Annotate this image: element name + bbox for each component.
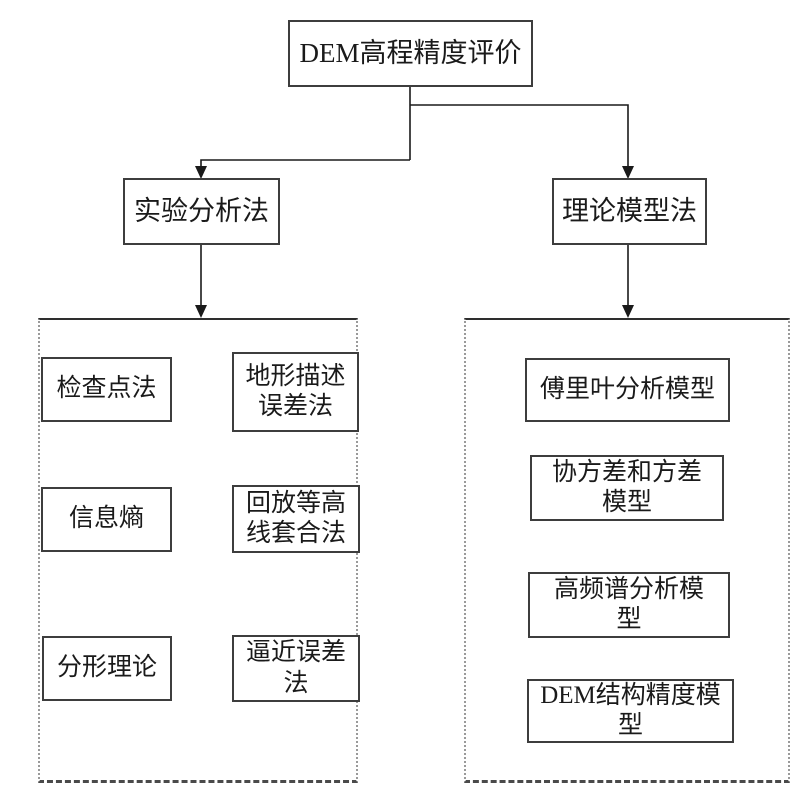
arrowhead-icon xyxy=(622,305,634,318)
connector-to-theoretical xyxy=(410,104,629,167)
leaf-node-terrain-description-error-method: 地形描述 误差法 xyxy=(232,352,359,432)
root-node-dem-elevation-accuracy: DEM高程精度评价 xyxy=(288,20,533,87)
leaf-node-covariance-variance-model: 协方差和方差 模型 xyxy=(530,455,724,521)
branch-node-experimental-analysis: 实验分析法 xyxy=(123,178,280,245)
leaf-node-high-frequency-spectrum-model: 高频谱分析模 型 xyxy=(528,572,730,638)
leaf-node-approximation-error-method: 逼近误差 法 xyxy=(232,635,360,702)
leaf-node-contour-replay-overlay-method: 回放等高 线套合法 xyxy=(232,485,360,553)
leaf-node-dem-structure-accuracy-model: DEM结构精度模 型 xyxy=(527,679,734,743)
leaf-node-check-point-method: 检查点法 xyxy=(41,357,172,422)
arrowhead-icon xyxy=(195,305,207,318)
leaf-node-fourier-analysis-model: 傅里叶分析模型 xyxy=(525,358,730,422)
branch-node-theoretical-model: 理论模型法 xyxy=(552,178,707,245)
leaf-node-information-entropy: 信息熵 xyxy=(41,487,172,552)
leaf-node-fractal-theory: 分形理论 xyxy=(42,636,172,701)
connector-to-experimental xyxy=(200,159,410,167)
